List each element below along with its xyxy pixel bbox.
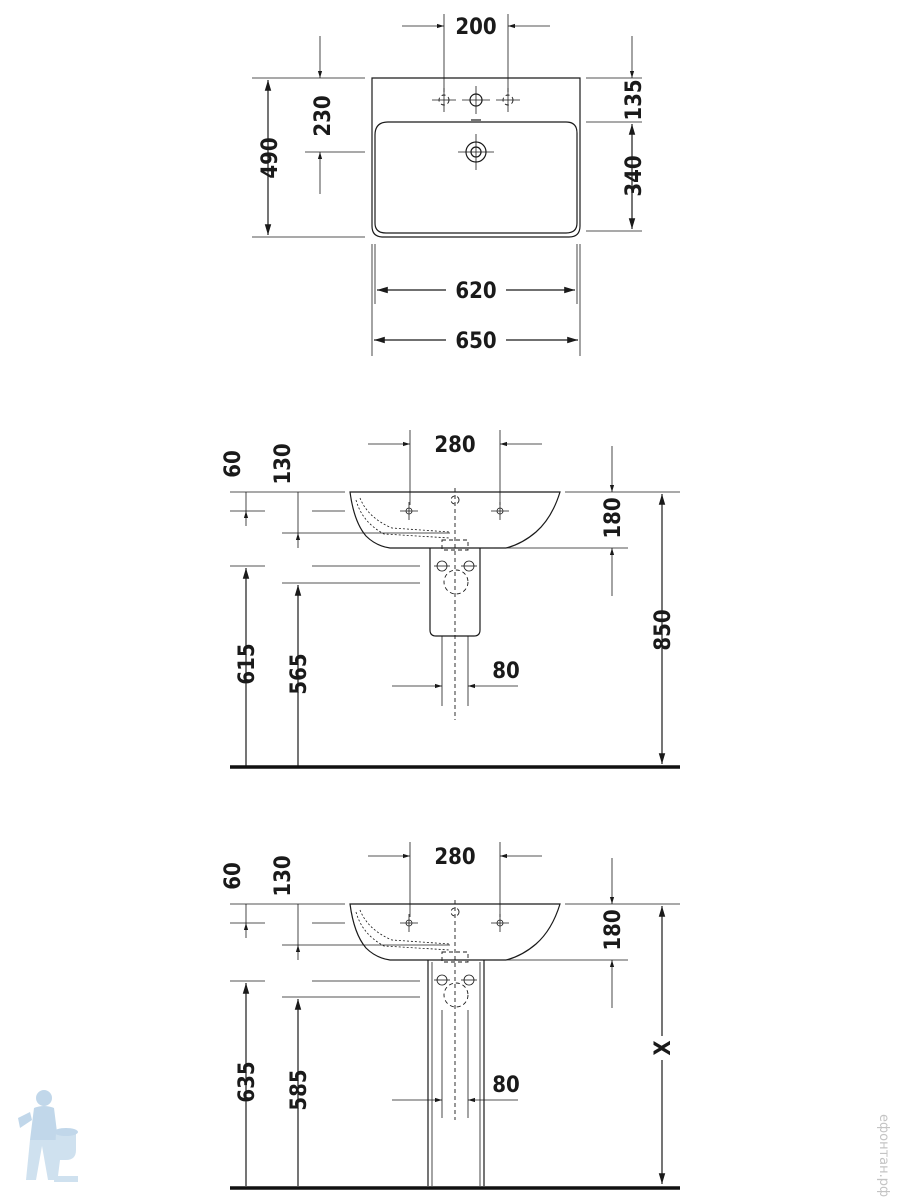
- tap-mark-left-1: [400, 502, 418, 520]
- dim-135: 135: [622, 79, 647, 120]
- dim-585: 585: [287, 1069, 312, 1110]
- side-view-semi-pedestal: 280 60 130 615 565 180 850: [221, 430, 680, 769]
- drain-top: [458, 134, 494, 170]
- dim-280-2: 280: [434, 845, 475, 870]
- siphon-2: [434, 974, 477, 1008]
- tap-hole-center: [462, 86, 490, 114]
- dim-615: 615: [235, 643, 260, 684]
- dim-635: 635: [235, 1061, 260, 1102]
- dim-620: 620: [455, 279, 496, 304]
- tap-mark-left-2: [400, 914, 418, 932]
- dim-280-1: 280: [434, 433, 475, 458]
- plumber-mascot-logo: [18, 1090, 78, 1182]
- basin-outline-top: [371, 77, 581, 238]
- dim-490: 490: [258, 137, 283, 178]
- dim-60-1: 60: [221, 450, 246, 478]
- watermark-text: ефонтан.рф: [876, 1114, 891, 1197]
- siphon-1: [434, 560, 477, 595]
- side-view-full-pedestal: 280 60 130 635 585 180 X: [221, 842, 680, 1190]
- dim-80-2: 80: [492, 1073, 520, 1098]
- dim-230: 230: [311, 95, 336, 136]
- dim-130-2: 130: [271, 855, 296, 896]
- dim-80-1: 80: [492, 659, 520, 684]
- dim-180-2: 180: [601, 909, 626, 950]
- dim-x: X: [651, 1040, 676, 1055]
- dim-130-1: 130: [271, 443, 296, 484]
- dim-180-1: 180: [601, 497, 626, 538]
- dim-340: 340: [622, 155, 647, 196]
- full-pedestal: [427, 960, 485, 1186]
- top-view: 200 490 230 135 340 620 650: [252, 14, 647, 356]
- semi-pedestal: [429, 548, 481, 637]
- dim-200: 200: [455, 15, 496, 40]
- dim-60-2: 60: [221, 862, 246, 890]
- dim-650: 650: [455, 329, 496, 354]
- dim-850: 850: [651, 609, 676, 650]
- bowl-outline-top: [374, 121, 578, 234]
- dim-565: 565: [287, 653, 312, 694]
